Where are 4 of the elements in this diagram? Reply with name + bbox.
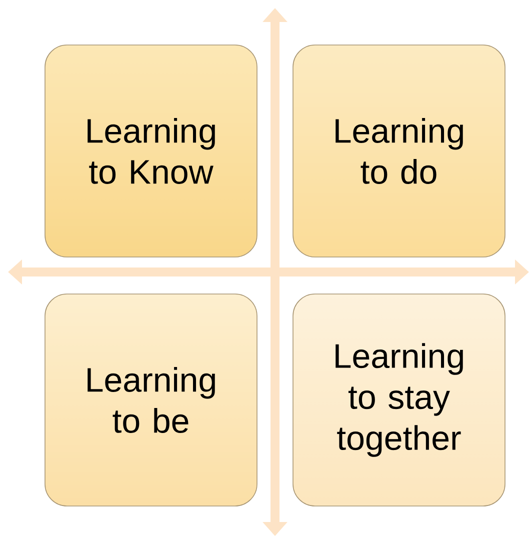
rounded-box: Learning to stay together [292,294,506,506]
rounded-box: Learning to Know [44,44,258,258]
rounded-box: Learning to be [44,294,258,506]
rounded-box: Learning to do [292,44,506,258]
